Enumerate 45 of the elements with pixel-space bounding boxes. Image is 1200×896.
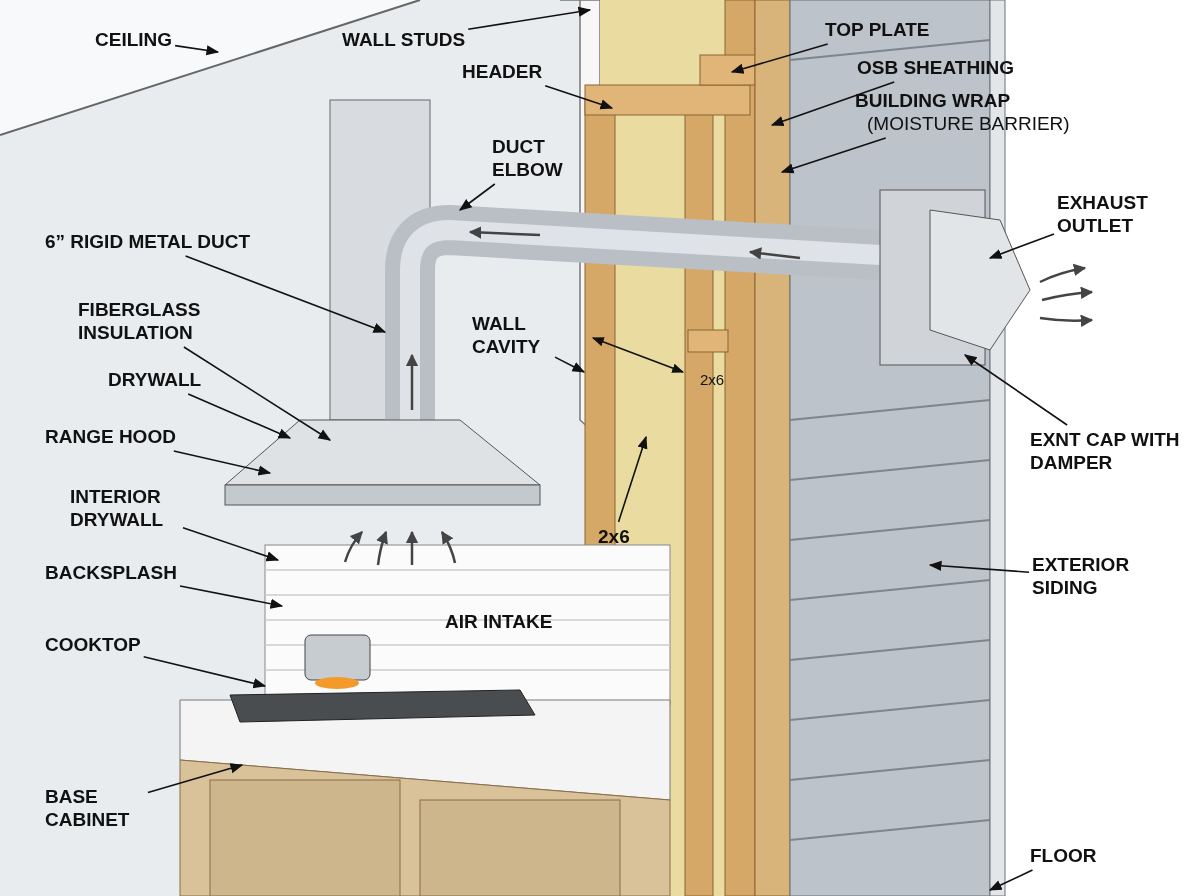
callout-label: WALL CAVITY bbox=[472, 312, 542, 358]
callout-label: DRYWALL bbox=[108, 368, 202, 391]
leader-line bbox=[174, 44, 220, 56]
callout-label: EXTERIOR SIDING bbox=[1032, 553, 1131, 599]
callout-label: OSB SHEATHING bbox=[857, 56, 1014, 79]
callout-label: HEADER bbox=[462, 60, 543, 83]
leader-line bbox=[184, 255, 387, 333]
airflow-label: AIR INTAKE bbox=[445, 610, 553, 633]
leader-line bbox=[458, 183, 496, 211]
callout-note: (MOISTURE BARRIER) bbox=[866, 112, 1071, 135]
callout-label: BACKSPLASH bbox=[45, 561, 177, 584]
callout-label: 6” RIGID METAL DUCT bbox=[45, 230, 251, 253]
leader-line bbox=[963, 354, 1068, 426]
callout-label: CEILING bbox=[95, 28, 173, 51]
callout-label: TOP PLATE bbox=[825, 18, 930, 41]
leader-line bbox=[173, 450, 272, 476]
leader-line bbox=[467, 6, 592, 31]
leader-line bbox=[554, 356, 586, 373]
callout-label: DUCT ELBOW bbox=[492, 135, 564, 181]
leader-line bbox=[147, 763, 244, 794]
callout-label: BUILDING WRAP bbox=[855, 89, 1012, 112]
callout-label: WALL STUDS bbox=[342, 28, 466, 51]
leader-line bbox=[544, 85, 614, 110]
leader-line bbox=[988, 869, 1034, 891]
leader-line bbox=[179, 585, 284, 609]
leader-line bbox=[988, 233, 1055, 259]
callout-label: INTERIOR DRYWALL bbox=[70, 485, 165, 531]
leader-line bbox=[187, 393, 292, 439]
callout-label: BASE CABINET bbox=[45, 785, 131, 831]
dimension-label: 2x6 bbox=[700, 370, 725, 390]
leader-line bbox=[730, 43, 829, 74]
callout-label: RANGE HOOD bbox=[45, 425, 176, 448]
leader-line bbox=[182, 526, 280, 562]
leader-line bbox=[780, 137, 887, 174]
leader-line bbox=[617, 435, 648, 523]
leader-line bbox=[183, 346, 332, 441]
callout-label: EXNT CAP WITH DAMPER bbox=[1030, 428, 1180, 474]
callout-label: COOKTOP bbox=[45, 633, 141, 656]
leader-line bbox=[770, 81, 895, 126]
callout-label: FLOOR bbox=[1030, 844, 1097, 867]
callout-label: 2x6 bbox=[598, 525, 630, 548]
leader-line bbox=[928, 560, 1030, 573]
leader-line bbox=[142, 656, 267, 689]
callout-label: EXHAUST OUTLET bbox=[1057, 191, 1149, 237]
callout-label: FIBERGLASS INSULATION bbox=[78, 298, 202, 344]
